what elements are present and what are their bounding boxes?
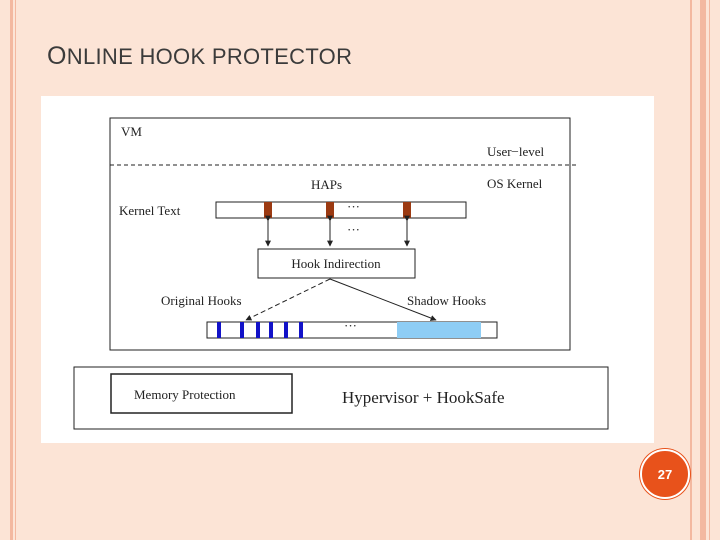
vm-label: VM [121,124,142,139]
original-hooks-arrow [245,278,331,321]
original-hook-marker [269,322,273,338]
architecture-diagram: VM User−level OS Kernel HAPs Kernel Text… [73,117,609,430]
kernel-text-bar [215,201,467,219]
user-level-label: User−level [487,144,545,159]
shadow-hooks-region [397,322,481,338]
hap-marker [264,202,272,218]
decorative-rail-right-3 [709,0,710,540]
original-hook-marker [240,322,244,338]
hypervisor-label: Hypervisor + HookSafe [342,388,505,407]
vm-box [109,117,571,351]
original-hooks-label: Original Hooks [161,293,242,308]
shadow-hooks-arrow [329,278,437,321]
slide-title-initial: O [47,42,67,70]
hap-marker [403,202,411,218]
page-number-badge: 27 [640,449,690,499]
original-hook-marker [284,322,288,338]
hap-marker [326,202,334,218]
decorative-rail-right-2 [700,0,706,540]
decorative-rail-left-1 [10,0,13,540]
memory-protection-box [110,373,293,414]
slide-title-rest: NLINE HOOK PROTECTOR [66,44,353,69]
hook-indirection-box [257,248,416,279]
original-hook-marker [299,322,303,338]
decorative-rail-right-1 [690,0,692,540]
architecture-figure: VM User−level OS Kernel HAPs Kernel Text… [41,96,654,443]
os-kernel-label: OS Kernel [487,176,543,191]
arrows-ellipsis: ··· [347,222,360,237]
original-hook-marker [256,322,260,338]
slide-title: ONLINE HOOK PROTECTOR [47,42,352,71]
haps-label: HAPs [311,177,342,192]
kernel-text-label: Kernel Text [119,203,181,218]
original-hook-marker [217,322,221,338]
decorative-rail-left-2 [15,0,16,540]
hooks-bar-ellipsis: ··· [344,318,357,333]
memory-protection-label: Memory Protection [134,387,236,402]
hook-indirection-label: Hook Indirection [291,256,381,271]
kernel-text-ellipsis: ··· [347,199,360,214]
shadow-hooks-label: Shadow Hooks [407,293,486,308]
